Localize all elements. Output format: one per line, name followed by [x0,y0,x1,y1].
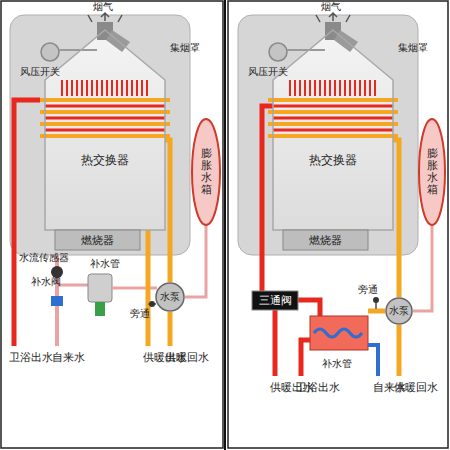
heat-exchanger: 热交换器 [45,30,165,230]
pipe-label: 自来水 [373,382,384,394]
pipe-label: 水流传感器 [19,252,29,263]
node-text: 水泵 [160,290,180,304]
heating-supply-pipe [273,309,278,376]
flow-sensor [51,266,63,278]
water-pump: 水泵 [385,297,413,325]
pipe-connector [393,140,399,297]
part-label: 烟气 [93,1,113,12]
pipe-label: 供暖回水 [165,352,176,364]
heating-return-pipe [397,325,402,376]
pump-outline [386,298,412,324]
box-outline [55,230,140,250]
bath-outlet-pipe [301,340,310,376]
node-text: 水泵 [389,304,409,318]
pipe-label: 旁通 [130,308,140,319]
water-pump: 水泵 [155,282,185,312]
heat-exchanger: 热交换器 [273,30,393,230]
pump-outline [156,283,184,311]
bypass-valve [373,297,379,303]
refill-knob [95,302,105,316]
bath-outlet-pipe [14,100,40,346]
burner-band: 燃烧器 [55,230,140,250]
pipe-label: 卫浴出水 [296,382,307,394]
pipe-label: 旁通 [358,284,368,295]
tank-outline [419,119,445,225]
node-text: 膨胀水箱 [427,148,438,196]
node-text: 三通阀 [259,293,292,308]
heat-exchanger-outline [45,30,165,230]
pipe-connector [262,106,273,291]
left-boiler [10,13,190,255]
tank-outline [192,119,220,225]
right-boiler [238,13,418,255]
refill-pipe [57,284,88,287]
heating-return-pipe [168,312,173,346]
bypass-pipe [375,303,377,309]
pipe-label: 供暖出水 [270,382,281,394]
expansion-tank: 膨胀水箱 [418,118,446,226]
box-outline [283,230,368,250]
valve-to-plate-pipe [298,300,320,316]
part-label: 风压开关 [248,66,288,77]
node-text: 膨胀水箱 [201,148,212,196]
panel-frame [228,1,448,448]
bypass-valve [149,301,155,307]
pipe-label: 供暖出水 [143,352,154,364]
box-outline [252,291,298,310]
panel-divider [224,0,226,450]
pipe-label: 供暖回水 [394,382,405,394]
burner-band: 燃烧器 [283,230,368,250]
part-label: 补水管 [90,258,120,269]
heating-supply-pipe [146,230,151,346]
node-text: 热交换器 [81,152,129,169]
node-text: 热交换器 [309,152,357,169]
pipe-connector [413,226,432,311]
part-label: 烟气 [321,1,341,12]
expansion-tank: 膨胀水箱 [191,118,221,226]
panel-frame [1,1,223,448]
refill-valve [51,296,63,306]
pipe-label: 集烟罩 [398,42,408,53]
three-way-valve: 三通阀 [252,291,298,310]
part-label: 风压开关 [20,66,60,77]
pipe-label: 卫浴出水 [9,352,20,364]
plate-water-channel [314,329,362,337]
plate-return-pipe [368,309,385,314]
pipe-connector [185,226,206,297]
part-label: 补水管 [322,358,352,369]
pipe-label: 补水阀 [31,276,41,287]
refill-unit [88,274,112,302]
pipe-label: 集烟罩 [170,42,180,53]
exchanger-outline [273,30,393,230]
heat-exchanger-outline [273,30,393,230]
plate-heat-exchanger [310,316,368,350]
pipe-label: 自来水 [52,352,63,364]
node-text: 燃烧器 [81,233,114,248]
node-text: 燃烧器 [309,233,342,248]
tap-water-pipe [368,345,378,376]
exchanger-outline [45,30,165,230]
